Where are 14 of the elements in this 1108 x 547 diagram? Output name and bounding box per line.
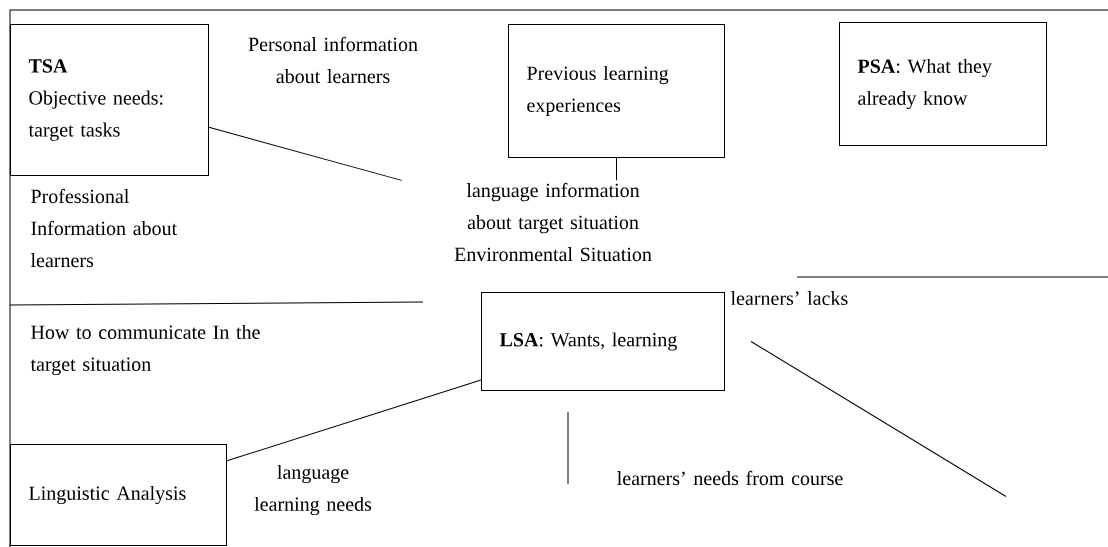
note-text: learners’ needs from course <box>617 470 843 486</box>
connector-line <box>616 157 617 181</box>
node-text: language information about target situation Environmental Situation <box>454 182 652 262</box>
connector-line <box>750 341 1007 497</box>
analysis-box: TSA Objective needs: target tasks <box>10 24 209 176</box>
analysis-box: Previous learning experiences <box>508 24 725 158</box>
note-text: Personal information about learners <box>248 36 418 84</box>
note-text: language learning needs <box>254 464 372 516</box>
note-text: How to communicate In the target situation <box>30 324 260 376</box>
connector-line <box>208 126 403 181</box>
analysis-box: LSA: Wants, learning <box>481 292 725 391</box>
analysis-box: Linguistic Analysis <box>10 444 227 546</box>
analysis-box: PSA: What they already know <box>839 22 1047 146</box>
connector-line <box>226 379 482 462</box>
